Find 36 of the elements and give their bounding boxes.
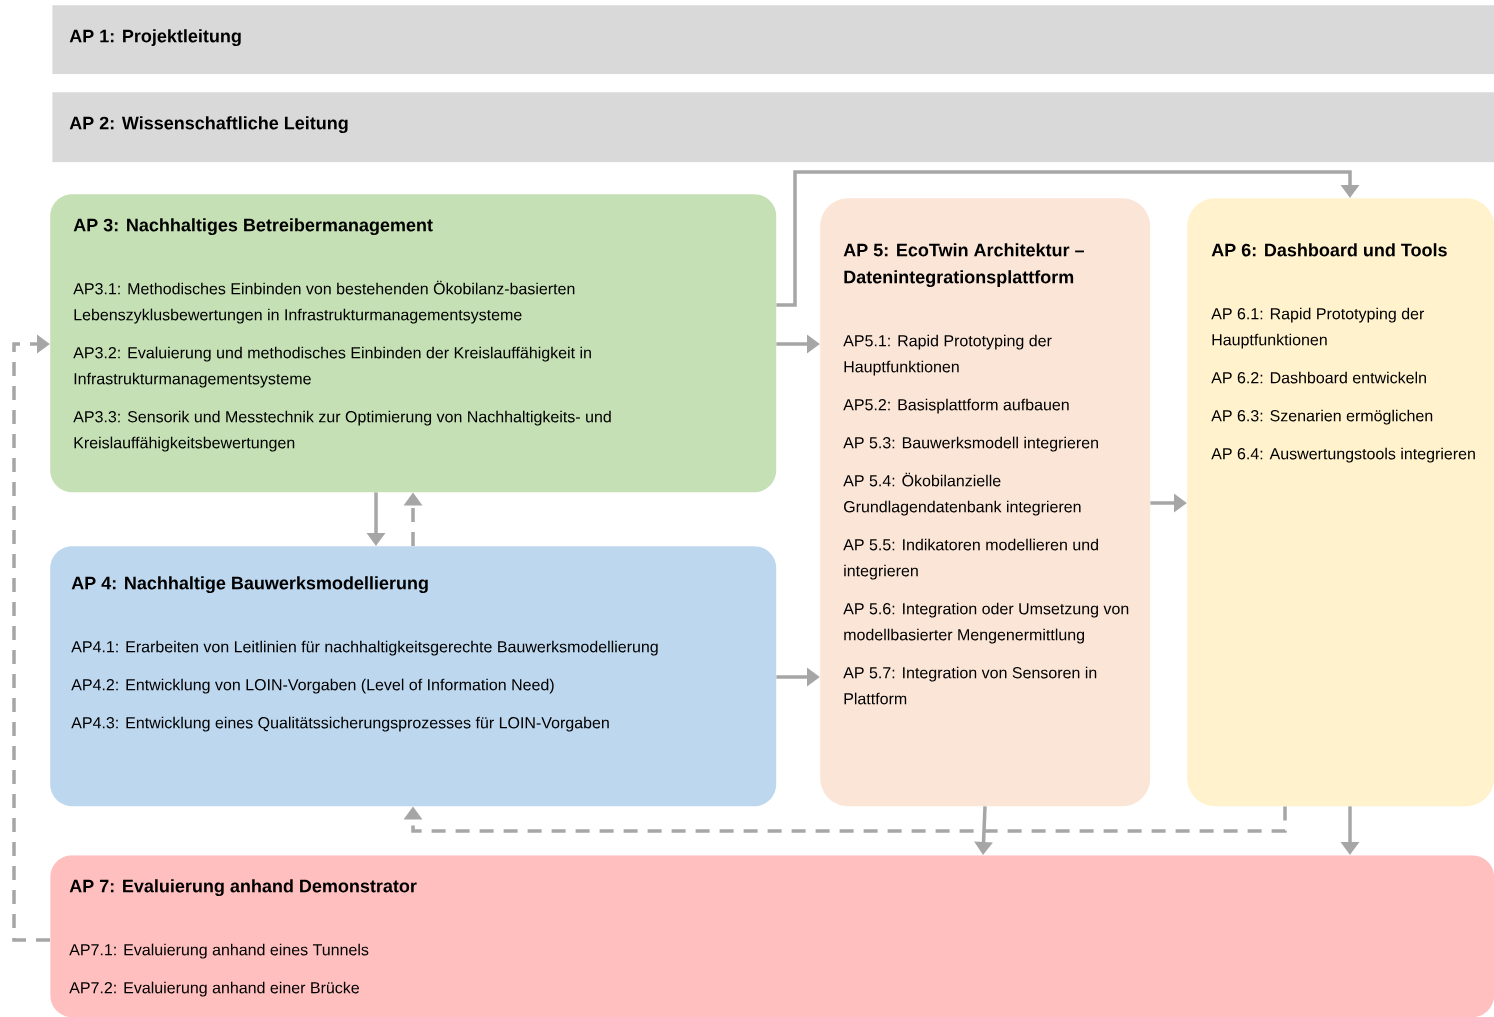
task-item: AP4.3: Entwicklung eines Qualitätssicherungsprozesses für LOIN-Vorgaben bbox=[71, 716, 609, 732]
heading: AP 2: Wissenschaftliche Leitung bbox=[69, 116, 348, 134]
task-item: AP3.1: Methodisches Einbinden von bestehenden Ökobilanz-basierten Lebenszyklusbewertungen in Infrastrukturmanagementsysteme bbox=[73, 280, 575, 324]
heading: AP 1: Projektleitung bbox=[69, 29, 241, 47]
task-item: AP3.2: Evaluierung und methodisches Einbinden der Kreislauffähigkeit in Infrastrukturmanagementsysteme bbox=[73, 346, 591, 388]
heading: AP 5: EcoTwin Architektur – Datenintegrationsplattform bbox=[843, 243, 1084, 288]
work-package-box bbox=[50, 855, 1494, 1017]
heading: AP 3: Nachhaltiges Betreibermanagement bbox=[73, 218, 433, 236]
task-item: AP 5.7: Integration von Sensoren in Plattform bbox=[843, 666, 1097, 705]
task-item: AP5.2: Basisplattform aufbauen bbox=[843, 398, 1069, 414]
task-item: AP 5.5: Indikatoren modellieren und integrieren bbox=[843, 538, 1098, 580]
work-package-box bbox=[50, 546, 777, 807]
task-item: AP 5.6: Integration oder Umsetzung von modellbasierter Mengenermittlung bbox=[843, 602, 1129, 644]
work-package-box bbox=[52, 92, 1494, 163]
task-item: AP3.3: Sensorik und Messtechnik zur Optimierung von Nachhaltigkeits- und Kreislauffähigkeitsbewertungen bbox=[73, 410, 611, 452]
work-package-box bbox=[1187, 198, 1494, 807]
task-item: AP 6.2: Dashboard entwickeln bbox=[1211, 371, 1426, 384]
task-item: AP5.1: Rapid Prototyping der Hauptfunktionen bbox=[843, 334, 1052, 376]
task-item: AP 6.4: Auswertungstools integrieren bbox=[1211, 447, 1475, 463]
task-item: AP4.1: Erarbeiten von Leitlinien für nachhaltigkeitsgerechte Bauwerksmodellierung bbox=[71, 640, 658, 656]
arrow bbox=[776, 170, 1360, 307]
work-package-box bbox=[820, 198, 1151, 807]
task-item: AP 5.3: Bauwerksmodell integrieren bbox=[843, 436, 1098, 452]
work-package-box bbox=[50, 194, 777, 493]
task-item: AP7.2: Evaluierung anhand einer Brücke bbox=[69, 981, 359, 997]
arrow bbox=[403, 806, 1287, 833]
heading: AP 7: Evaluierung anhand Demonstrator bbox=[69, 879, 417, 897]
task-item: AP4.2: Entwicklung von LOIN-Vorgaben (Level of Information Need) bbox=[71, 678, 554, 694]
task-item: AP7.1: Evaluierung anhand eines Tunnels bbox=[69, 943, 369, 959]
task-item: AP 5.4: Ökobilanzielle Grundlagendatenbank integrieren bbox=[843, 472, 1081, 516]
task-item: AP 6.1: Rapid Prototyping der Hauptfunktionen bbox=[1211, 307, 1425, 349]
work-package-box bbox=[52, 5, 1494, 75]
task-item: AP 6.3: Szenarien ermöglichen bbox=[1211, 409, 1433, 425]
arrow bbox=[12, 334, 50, 942]
heading: AP 4: Nachhaltige Bauwerksmodellierung bbox=[71, 576, 428, 594]
heading: AP 6: Dashboard und Tools bbox=[1211, 243, 1447, 257]
